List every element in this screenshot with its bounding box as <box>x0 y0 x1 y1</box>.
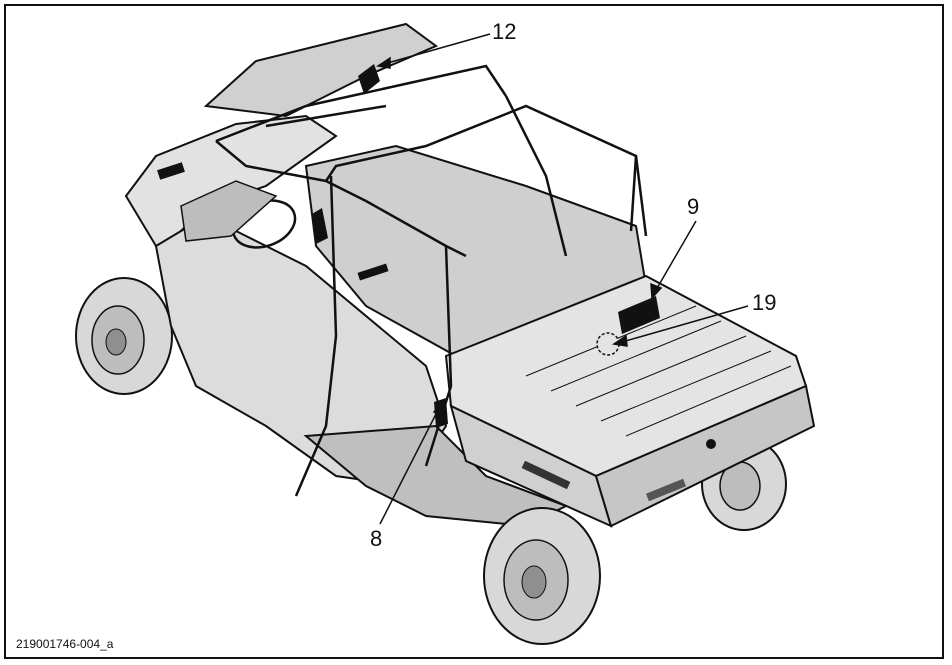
front-left-wheel <box>75 277 173 395</box>
label-decals <box>157 64 660 428</box>
callout-leaders <box>376 33 749 525</box>
vehicle-drawing <box>75 22 816 645</box>
callout-12: 12 <box>492 19 517 44</box>
callout-8: 8 <box>370 526 383 551</box>
rear-left-wheel <box>483 507 601 645</box>
callout-9: 9 <box>687 194 700 219</box>
figure-frame: 12 9 19 8 219001746-004_a <box>4 4 944 659</box>
figure-id: 219001746-004_a <box>16 637 114 651</box>
callout-19: 19 <box>752 290 777 315</box>
roll-cage <box>215 64 648 497</box>
vehicle-body <box>124 22 816 528</box>
